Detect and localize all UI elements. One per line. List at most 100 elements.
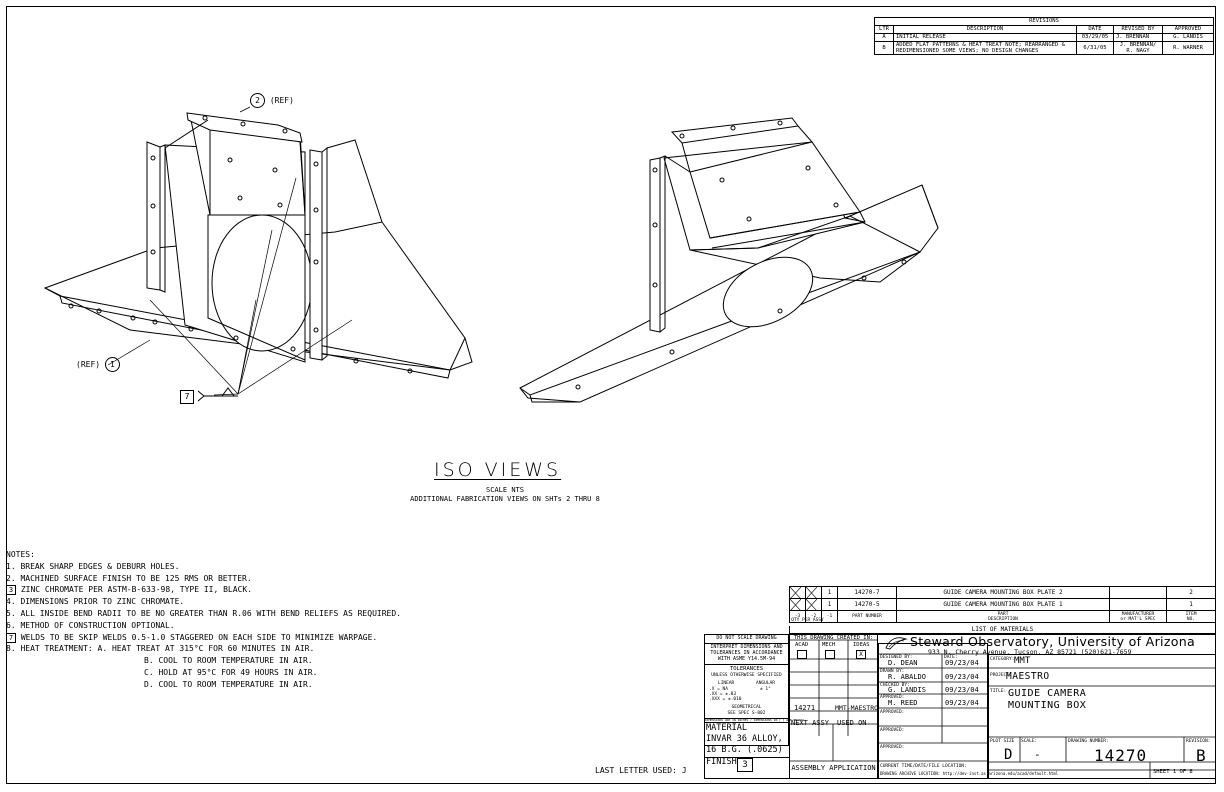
bom-part: 14270-7 xyxy=(837,586,897,599)
holes-left xyxy=(68,115,413,374)
title-label: TITLE: xyxy=(990,689,1007,694)
last-letter-used: LAST LETTER USED: J xyxy=(595,766,687,775)
title-line-2: MOUNTING BOX xyxy=(1008,700,1087,711)
note-num: 8. xyxy=(6,644,16,654)
next-assy-number: 14271 xyxy=(794,704,816,712)
iso-scale: SCALE NTS xyxy=(486,486,524,494)
balloon-ref-2-text: (REF) xyxy=(269,96,294,105)
note-text: BREAK SHARP EDGES & DEBURR HOLES. xyxy=(20,561,180,571)
material-label: MATERIAL xyxy=(706,723,747,733)
category-grid xyxy=(988,667,1216,779)
note-8: 8. HEAT TREATMENT: A. HEAT TREAT AT 315°… xyxy=(6,643,401,655)
holes-right xyxy=(575,120,907,390)
notes-heading: NOTES: xyxy=(6,550,35,559)
scale-value: - xyxy=(1034,748,1041,761)
designed-date: 09/23/04 xyxy=(945,659,979,667)
rev-by-line1: J. BRENNAN/ xyxy=(1119,42,1157,49)
approved-date: 09/23/04 xyxy=(945,699,979,707)
note-8b: B. COOL TO ROOM TEMPERATURE IN AIR. xyxy=(144,656,313,666)
sheet-number: SHEET 1 OF 8 xyxy=(1153,769,1193,775)
drawn-date: 09/23/04 xyxy=(945,673,979,681)
note-text: METHOD OF CONSTRUCTION OPTIONAL. xyxy=(20,620,175,630)
current-location-label: CURRENT TIME/DATE/FILE LOCATION: xyxy=(880,764,967,769)
acad-checkbox[interactable] xyxy=(797,650,807,659)
ideas-checkbox[interactable]: X xyxy=(856,650,866,659)
date-label: DATE: xyxy=(944,655,958,660)
logo-icon xyxy=(885,637,908,650)
approved-label-4: APPROVED: xyxy=(880,745,905,750)
tolerance-box xyxy=(704,634,789,746)
unless-specified: UNLESS OTHERWISE SPECIFIED xyxy=(711,673,782,678)
note-3: 3 ZINC CHROMATE PER ASTM-B-633-98, TYPE … xyxy=(6,584,401,596)
tol-x: .X = NA xyxy=(709,687,728,692)
bom-item: 2 xyxy=(1166,586,1216,599)
material-line-2: 16 B.G. (.0625) xyxy=(706,745,783,755)
x-mark xyxy=(790,587,801,598)
desc-header-line2: DESCRIPTION xyxy=(988,616,1018,622)
note-text: DIMENSIONS PRIOR TO ZINC CHROMATE. xyxy=(20,597,185,607)
balloon-circle-2: 2 xyxy=(250,93,265,108)
mech-checkbox[interactable] xyxy=(825,650,835,659)
interpret-line-2: TOLERANCES IN ACCORDANCE xyxy=(710,650,783,656)
rev-desc-line2: REDIMENSIONED SOME VIEWS; NO DESIGN CHAN… xyxy=(896,48,1039,54)
interpret-line-3: WITH ASME Y14.5M-94 xyxy=(717,656,776,662)
dash1-label: -1 xyxy=(826,614,833,619)
checked-by-label: CHECKED BY: xyxy=(880,683,910,688)
drawing-number-label: DRAWING NUMBER: xyxy=(1068,739,1109,744)
category-box xyxy=(988,654,1216,779)
rev-approved: R. WARNER xyxy=(1162,41,1214,55)
list-of-materials: 1 14270-7 GUIDE CAMERA MOUNTING BOX PLAT… xyxy=(789,586,1216,623)
right-iso-view xyxy=(519,117,939,403)
divider xyxy=(704,664,789,665)
tolerances-heading: TOLERANCES xyxy=(729,666,764,672)
bom-qty-header: QTY PER ASSY xyxy=(791,618,824,623)
mfr-header-line1: MANUFACTURER xyxy=(1121,611,1155,617)
material-line-1: INVAR 36 ALLOY, xyxy=(706,734,783,744)
dash3-label: -3 xyxy=(794,614,801,619)
geometrical: GEOMETRICAL xyxy=(731,705,762,710)
signatures-grid xyxy=(878,653,988,762)
notes-block: NOTES: 1. BREAK SHARP EDGES & DEBURR HOL… xyxy=(6,549,401,691)
dash2-label: -2 xyxy=(810,614,817,619)
note-text: HEAT TREATMENT: A. HEAT TREAT AT 315°C F… xyxy=(20,644,315,654)
note-6: 6. METHOD OF CONSTRUCTION OPTIONAL. xyxy=(6,620,401,632)
divider xyxy=(704,757,789,758)
note-num: 1. xyxy=(6,561,16,571)
desc-header-line1: PART xyxy=(997,611,1009,617)
note-4: 4. DIMENSIONS PRIOR TO ZINC CHROMATE. xyxy=(6,596,401,608)
dims-note: DIMENSIONS ARE IN INCHES / DIMENSIONS IN… xyxy=(705,718,805,722)
balloon-ref-1-text: (REF) xyxy=(76,360,101,369)
weld-note-flag: 7 xyxy=(180,390,194,404)
tol-angular: ± 1° xyxy=(760,687,771,692)
approved-label-3: APPROVED: xyxy=(880,728,905,733)
note-text: ZINC CHROMATE PER ASTM-B-633-98, TYPE II… xyxy=(20,585,253,595)
bom-desc: GUIDE CAMERA MOUNTING BOX PLATE 2 xyxy=(896,586,1110,599)
ideas-label: IDEAS xyxy=(853,642,870,648)
sheet-border xyxy=(6,6,1216,784)
balloon-ref-1: (REF) 1 xyxy=(76,357,120,372)
bom-dash3-cell xyxy=(789,598,806,611)
note-text: WELDS TO BE SKIP WELDS 0.5-1.0 STAGGERED… xyxy=(20,632,378,642)
revisions-table: REVISIONS LTR DESCRIPTION DATE REVISED B… xyxy=(874,17,1214,55)
x-mark xyxy=(806,599,817,610)
scale-label: SCALE: xyxy=(1021,739,1038,744)
note-num: 5. xyxy=(6,608,16,618)
iso-additional-views: ADDITIONAL FABRICATION VIEWS ON SHTs 2 T… xyxy=(410,495,600,503)
note-text: ALL INSIDE BEND RADII TO BE NO GREATER T… xyxy=(20,608,401,618)
note-num: 6. xyxy=(6,620,16,630)
note-num: 2. xyxy=(6,573,16,583)
note-flag: 3 xyxy=(6,585,16,596)
bom-row-1: 1 14270-5 GUIDE CAMERA MOUNTING BOX PLAT… xyxy=(789,598,1216,611)
x-mark xyxy=(790,599,801,610)
used-on-label: USED ON xyxy=(837,719,867,727)
revision-row-b: B ADDED FLAT PATTERNS & HEAT TREAT NOTE;… xyxy=(874,41,1214,55)
mfr-header-line2: or MAT'L SPEC xyxy=(1120,616,1156,622)
checked-date: 09/23/04 xyxy=(945,686,979,694)
angular-label: ANGULAR xyxy=(756,681,775,686)
note-8d: D. COOL TO ROOM TEMPERATURE IN AIR. xyxy=(144,679,313,689)
interpret-line-1: INTERPRET DIMENSIONS AND xyxy=(710,644,783,650)
